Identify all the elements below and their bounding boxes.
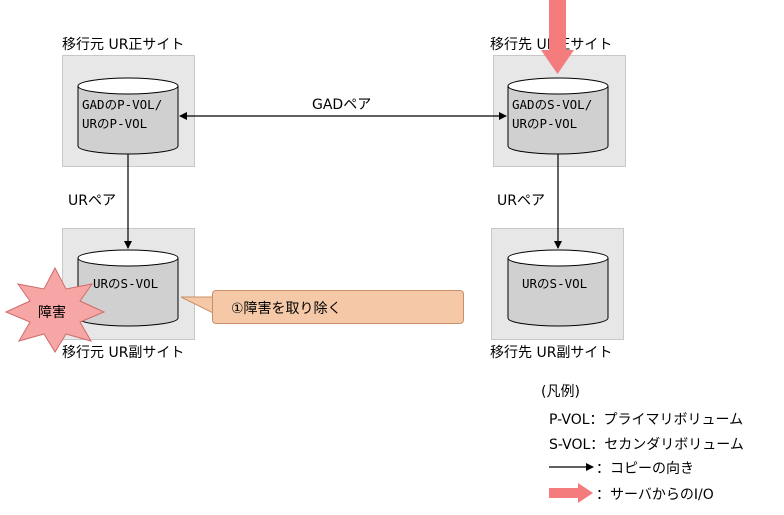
failure-burst-icon — [4, 266, 106, 353]
volume-cylinder-src-primary — [77, 77, 179, 155]
legend-pvol: P-VOL：プライマリボリューム — [549, 412, 744, 428]
legend-svol: S-VOL：セカンダリボリューム — [549, 437, 744, 453]
volume-label-src-primary-line1: GADのP-VOL/ — [82, 97, 163, 112]
callout-box: ①障害を取り除く — [212, 290, 464, 324]
volume-label-dst-primary-line1: GADのS-VOL/ — [512, 97, 593, 112]
site-label-src-secondary: 移行元 UR副サイト — [62, 345, 185, 361]
callout-pointer — [180, 296, 214, 314]
legend-title: (凡例) — [541, 384, 580, 400]
legend-io-arrow-icon — [549, 483, 593, 503]
site-label-dst-secondary: 移行先 UR副サイト — [490, 345, 613, 361]
callout-text: ①障害を取り除く — [231, 301, 342, 317]
volume-label-src-primary: GADのP-VOL/ URのP-VOL — [82, 95, 182, 133]
legend-io: ：サーバからのI/O — [596, 487, 714, 503]
volume-label-src-primary-line2: URのP-VOL — [82, 116, 148, 131]
volume-label-src-secondary: URのS-VOL — [93, 276, 159, 291]
volume-label-dst-secondary: URのS-VOL — [522, 276, 588, 291]
volume-cylinder-src-secondary — [77, 249, 179, 327]
pair-label-ur-left: URペア — [68, 193, 116, 209]
volume-label-dst-primary: GADのS-VOL/ URのP-VOL — [512, 95, 612, 133]
volume-cylinder-dst-secondary — [507, 249, 609, 327]
failure-label: 障害 — [38, 305, 66, 321]
volume-cylinder-dst-primary — [507, 77, 609, 155]
pair-label-gad: GADペア — [312, 97, 372, 113]
server-io-arrow — [541, 0, 574, 74]
volume-label-dst-primary-line2: URのP-VOL — [512, 116, 578, 131]
site-label-src-primary: 移行元 UR正サイト — [62, 37, 185, 53]
legend-copy: ：コピーの向き — [596, 461, 694, 477]
pair-label-ur-right: URペア — [497, 193, 545, 209]
